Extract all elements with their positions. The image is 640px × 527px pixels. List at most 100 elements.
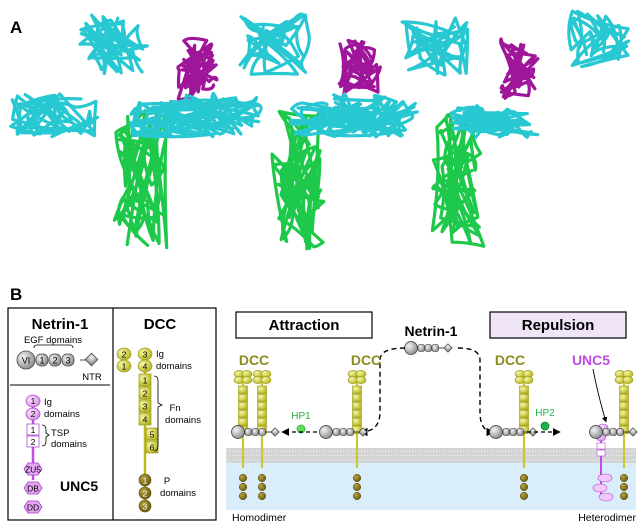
panel-a-label: A [10, 18, 23, 37]
dcc-p-domain [257, 482, 267, 492]
unc5-ig-domain [595, 432, 607, 442]
legend-egf-1: 1 [39, 356, 44, 366]
netrin-egf-domain [258, 428, 266, 436]
unc5-chain-3 [499, 37, 540, 100]
unc5-tsp-domain [596, 442, 606, 450]
legend-netrin-molecule: VI 1 2 3 [16, 350, 99, 370]
netrin-head-2 [238, 12, 311, 76]
netrin-egf-domain [339, 428, 347, 436]
dcc-fn-domain [352, 425, 362, 434]
dcc-fn-domain [257, 385, 267, 394]
netrin-free [404, 341, 453, 355]
dcc-ig-domain [514, 376, 526, 384]
netrin-egf-domain [431, 344, 439, 352]
legend-zu5: ZU5 [25, 465, 41, 475]
legend-domain-vi: VI [22, 356, 31, 366]
dcc-label-monomer: DCC [351, 352, 381, 368]
unc5-label-heterodimer: UNC5 [572, 352, 610, 368]
dcc-p-domain [519, 491, 529, 501]
legend-box: Netrin-1 EGF domains VI 1 2 3 NTR 1 2 1 [7, 307, 217, 521]
netrin-egf-domain [509, 428, 517, 436]
dcc-fn-domain [257, 409, 267, 418]
legend-unc5-molecule: 1 2 1 2 ZU5 DB DD [23, 394, 43, 514]
legend-p-num-1: 1 [143, 476, 148, 486]
legend-egf-2: 2 [52, 356, 57, 366]
legend-tsp-1: 1 [31, 425, 36, 435]
netrin-chain-2 [169, 91, 263, 136]
legend-egf-3: 3 [65, 356, 70, 366]
dcc-fn-domain [519, 385, 529, 394]
netrin-bound-repulsion [489, 425, 538, 439]
netrin-ntr-domain [358, 427, 368, 437]
dcc-p-domain [238, 473, 248, 483]
dcc-p-domain [257, 491, 267, 501]
legend-fn-num-5: 5 [150, 430, 155, 440]
netrin-free-molecule [404, 341, 453, 355]
unc5-chain-1 [176, 36, 219, 102]
dcc-fn-domain [619, 417, 629, 426]
netrin-tail-right-strand [567, 9, 630, 69]
dcc-fn-domain [352, 409, 362, 418]
dcc-ig-domain [522, 370, 534, 378]
dcc-ig-domain [622, 370, 634, 378]
dcc-fn-domain [352, 385, 362, 394]
legend-dcc-ig-2: 2 [122, 350, 127, 360]
netrin-link-3-strand [449, 106, 540, 139]
dcc-ig-domain [233, 370, 245, 378]
legend-fn-domain-3 [138, 399, 152, 413]
dcc-p-domain [257, 473, 267, 483]
dcc-ig-domain [614, 376, 626, 384]
netrin-link-3-strand [462, 107, 533, 139]
netrin-bound-monomer [319, 425, 368, 439]
dcc-p-domain [352, 491, 362, 501]
netrin-egf-domain [346, 428, 354, 436]
netrin-tail-right [567, 9, 631, 69]
netrin-egf-domain [516, 428, 524, 436]
unc5-ig-domain [597, 423, 609, 433]
legend-dcc-ig-4: 4 [143, 362, 148, 372]
netrin-egf-domain [332, 428, 340, 436]
dcc-ig-domain [233, 376, 245, 384]
legend-fn-num-2: 2 [143, 389, 148, 399]
dcc-fn-domain [519, 409, 529, 418]
netrin-ntr-domain [628, 427, 638, 437]
netrin-chain-2-strand [169, 97, 261, 136]
netrin-head-1 [78, 13, 149, 76]
legend-p-domain-3 [138, 499, 152, 513]
netrin-bound-homodimer [231, 425, 280, 439]
dcc-heterodimer [614, 370, 634, 501]
dcc-fn-domain [238, 417, 248, 426]
hp2-label: HP2 [535, 408, 555, 419]
dcc-ig-domain [252, 376, 264, 384]
unc5-chain-1-strand [176, 36, 218, 102]
unc5-dd-domain [598, 492, 614, 502]
legend-fn-domain-1 [138, 373, 152, 387]
legend-dcc-title: DCC [144, 316, 177, 333]
dcc-ig-domain [614, 370, 626, 378]
unc5-db-domain [592, 483, 608, 493]
legend-fn-num-1: 1 [143, 376, 148, 386]
panel-b-label: B [10, 285, 23, 304]
dcc-fn-domain [352, 401, 362, 410]
unc5-chain-2 [337, 38, 382, 97]
netrin-egf-domain [609, 428, 617, 436]
legend-dcc-ig-3: 3 [143, 350, 148, 360]
netrin-chain-3 [328, 92, 419, 139]
dcc-fn-domain [619, 401, 629, 410]
cytoplasm [226, 462, 636, 510]
dcc-fn-domain [619, 385, 629, 394]
dcc-ig-domain [522, 376, 534, 384]
legend-p-domain-2 [138, 486, 152, 500]
dcc-ig-domain [514, 370, 526, 378]
dcc-ig-domain [241, 370, 253, 378]
legend-netrin-title: Netrin-1 [32, 316, 89, 333]
legend-p-label-1: P [164, 476, 170, 487]
legend-ntr-label: NTR [82, 372, 102, 383]
unc5-chain-3-strand [499, 37, 537, 100]
legend-fn-domain-6 [145, 440, 159, 454]
protein-structure-illustration [9, 9, 631, 251]
netrin-bound-heterodimer [589, 425, 638, 439]
legend-fn-label-1: Fn [169, 403, 180, 414]
dcc-homodimer-left [233, 370, 253, 501]
